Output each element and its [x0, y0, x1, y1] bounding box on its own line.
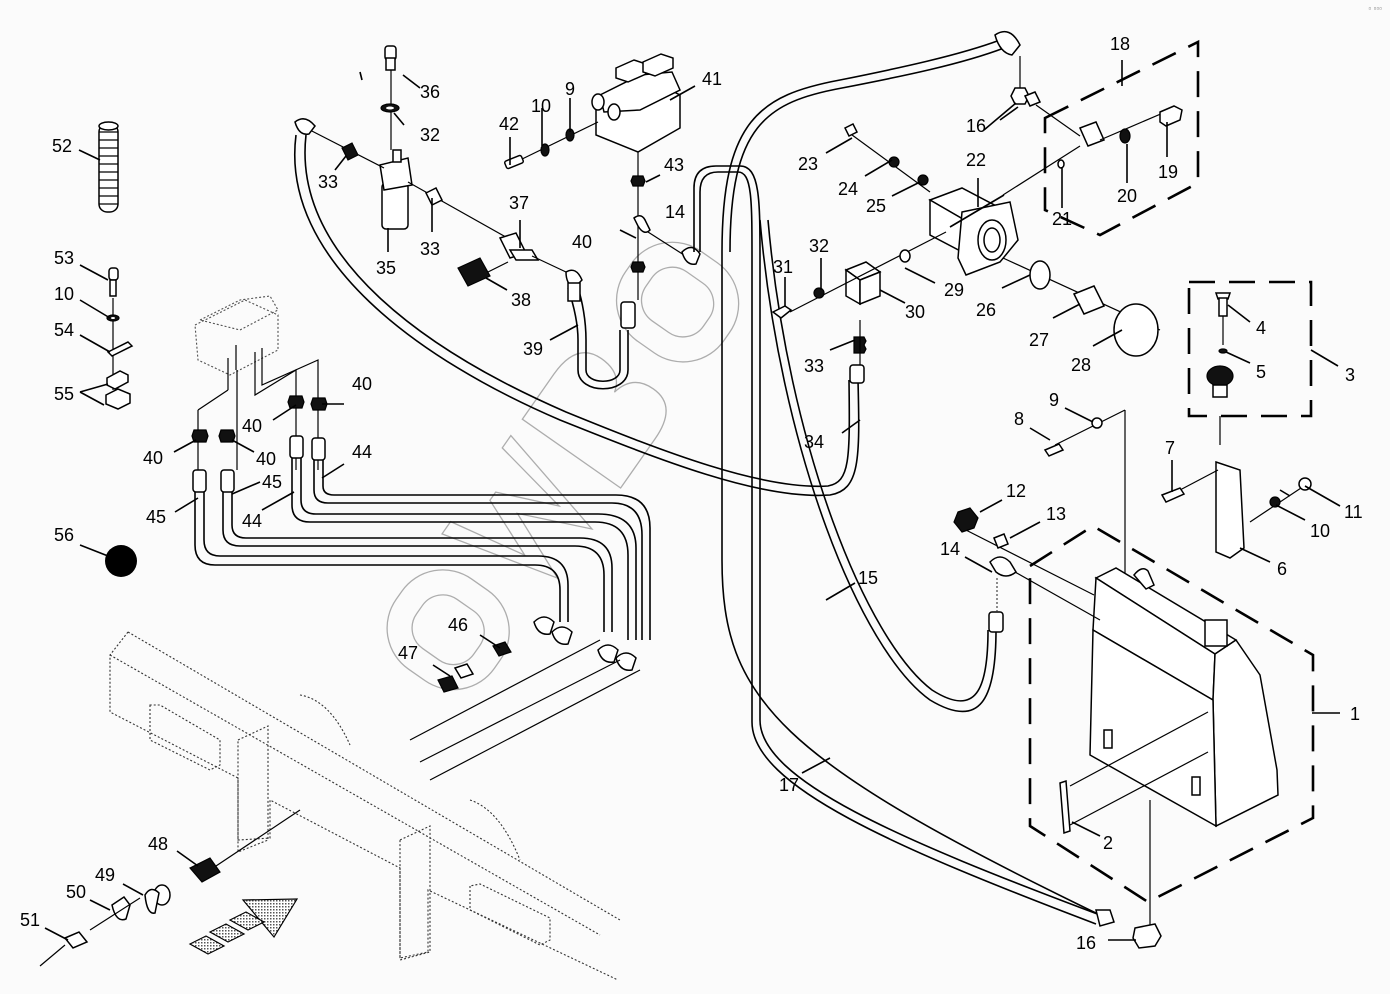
valve-block-41	[591, 53, 681, 153]
callout-22: 22	[966, 150, 986, 170]
callout-26: 26	[976, 300, 996, 320]
direction-arrow-icon	[188, 898, 299, 955]
callout-28: 28	[1071, 355, 1091, 375]
callout-44-right: 44	[352, 442, 372, 462]
callout-11: 11	[1344, 502, 1363, 522]
callout-12: 12	[1006, 481, 1026, 501]
callout-51: 51	[20, 910, 40, 930]
hose-39	[567, 287, 629, 390]
callout-14-tank: 14	[940, 539, 960, 559]
callout-31: 31	[773, 257, 793, 277]
callout-21: 21	[1052, 209, 1072, 229]
assembly-box-18	[1043, 39, 1200, 237]
callout-15: 15	[858, 568, 878, 588]
callout-49: 49	[95, 865, 115, 885]
callout-45-left: 45	[146, 507, 166, 527]
callout-30: 30	[905, 302, 925, 322]
callout-10-bracket: 10	[1310, 521, 1330, 541]
corner-mark: ▫ ▫▫▫	[1368, 4, 1382, 13]
pump-22	[928, 187, 1019, 276]
callout-40-second: 40	[256, 449, 276, 469]
callout-10-clamp: 10	[54, 284, 74, 304]
callout-46: 46	[448, 615, 468, 635]
watermark	[386, 241, 740, 691]
callout-55: 55	[54, 384, 74, 404]
callout-43: 43	[664, 155, 684, 175]
callout-40-left: 40	[143, 448, 163, 468]
callout-38: 38	[511, 290, 531, 310]
callout-44-left: 44	[242, 511, 262, 531]
callout-33-left: 33	[318, 172, 338, 192]
assembly-box-3	[1187, 280, 1313, 418]
callout-48: 48	[148, 834, 168, 854]
spring-sleeve-52	[98, 121, 119, 213]
callout-14-valve: 14	[665, 202, 685, 222]
hose-main-loop	[293, 134, 860, 497]
callout-10-valve: 10	[531, 96, 551, 116]
callout-2: 2	[1103, 833, 1113, 853]
callout-53: 53	[54, 248, 74, 268]
callout-24: 24	[838, 179, 858, 199]
block-30	[844, 261, 882, 306]
part-56-dot	[105, 545, 137, 577]
callout-labels: 1 2 3 4 5 6 7 8 9 9 10 10 10 11 12 13 14…	[20, 34, 1363, 953]
callout-3: 3	[1345, 365, 1355, 385]
callout-29: 29	[944, 280, 964, 300]
callout-7: 7	[1165, 438, 1175, 458]
assembly-box-1	[1028, 524, 1315, 904]
callout-50: 50	[66, 882, 86, 902]
callout-39: 39	[523, 339, 543, 359]
callout-16-top: 16	[966, 116, 986, 136]
callout-32-pump: 32	[809, 236, 829, 256]
callout-35: 35	[376, 258, 396, 278]
tank-1	[1089, 567, 1279, 828]
callout-47: 47	[398, 643, 418, 663]
callout-18: 18	[1110, 34, 1130, 54]
callout-45-right: 45	[262, 472, 282, 492]
tube-bundle-44-45	[194, 458, 651, 640]
bracket-6	[1215, 460, 1245, 559]
callout-33-middle: 33	[420, 239, 440, 259]
callout-41: 41	[702, 69, 722, 89]
callout-20: 20	[1117, 186, 1137, 206]
clamp-assembly	[105, 267, 134, 410]
callout-13: 13	[1046, 504, 1066, 524]
callout-40-valve: 40	[572, 232, 592, 252]
callout-16-bottom: 16	[1076, 933, 1096, 953]
callout-1: 1	[1350, 704, 1360, 724]
callout-40-right: 40	[352, 374, 372, 394]
callout-37: 37	[509, 193, 529, 213]
callout-40-third: 40	[242, 416, 262, 436]
callout-32-filter: 32	[420, 125, 440, 145]
callout-56: 56	[54, 525, 74, 545]
callout-17: 17	[779, 775, 799, 795]
callout-36: 36	[420, 82, 440, 102]
callout-5: 5	[1256, 362, 1266, 382]
callout-52: 52	[52, 136, 72, 156]
callout-23: 23	[798, 154, 818, 174]
callout-33-right: 33	[804, 356, 824, 376]
callout-4: 4	[1256, 318, 1266, 338]
leader-lines	[44, 60, 1341, 941]
callout-19: 19	[1158, 162, 1178, 182]
callout-54: 54	[54, 320, 74, 340]
callout-25: 25	[866, 196, 886, 216]
callout-9-tank: 9	[1049, 390, 1059, 410]
filter-35	[379, 58, 413, 230]
hose-15-17	[693, 39, 1101, 925]
frame-beam	[109, 631, 621, 981]
callout-9-valve: 9	[565, 79, 575, 99]
callout-8: 8	[1014, 409, 1024, 429]
callout-6: 6	[1277, 559, 1287, 579]
callout-34: 34	[804, 432, 824, 452]
callout-27: 27	[1029, 330, 1049, 350]
callout-42: 42	[499, 114, 519, 134]
valve-block-left	[194, 295, 279, 376]
